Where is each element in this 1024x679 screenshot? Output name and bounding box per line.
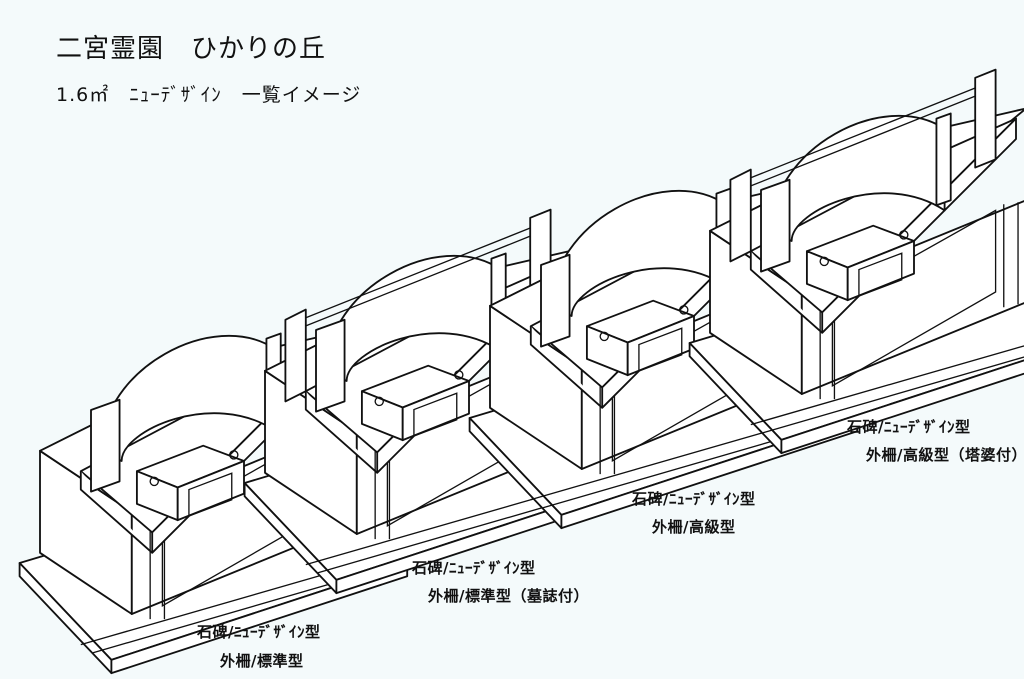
grave-plot-4 [688,68,1024,455]
design-2-stone-label: 石碑/ﾆｭｰﾃﾞｻﾞｲﾝ型 [412,559,536,577]
back-post-right [974,68,997,169]
left-pillar [315,318,346,413]
design-3-stone-label: 石碑/ﾆｭｰﾃﾞｻﾞｲﾝ型 [632,490,756,508]
right-pillar [935,112,952,207]
flower-hole-icon [679,305,689,315]
flower-hole-icon [599,331,609,342]
design-4-stone-label: 石碑/ﾆｭｰﾃﾞｻﾞｲﾝ型 [847,418,971,436]
page-title: 二宮霊園 ひかりの丘 [56,34,327,64]
flower-hole-icon [229,450,239,460]
design-1-stone-label: 石碑/ﾆｭｰﾃﾞｻﾞｲﾝ型 [197,623,321,641]
flower-hole-icon [374,396,384,407]
left-pillar [90,398,121,493]
flower-hole-icon [899,230,909,240]
left-pillar [540,253,571,348]
design-3-fence-label: 外柵/高級型 [652,518,736,536]
fence-front-face [800,200,1024,395]
flower-hole-icon [454,370,464,380]
design-2-fence-label: 外柵/標準型（墓誌付） [428,587,589,605]
design-4-fence-label: 外柵/高級型（塔婆付） [866,446,1024,464]
flower-hole-icon [819,256,829,267]
flower-hole-icon [149,476,159,487]
page-subtitle: 1.6㎡ ﾆｭｰﾃﾞｻﾞｲﾝ 一覧イメージ [56,84,362,106]
back-post-left [729,168,752,263]
design-1-fence-label: 外柵/標準型 [220,652,304,670]
left-pillar [760,178,791,273]
back-post-left [284,308,307,403]
